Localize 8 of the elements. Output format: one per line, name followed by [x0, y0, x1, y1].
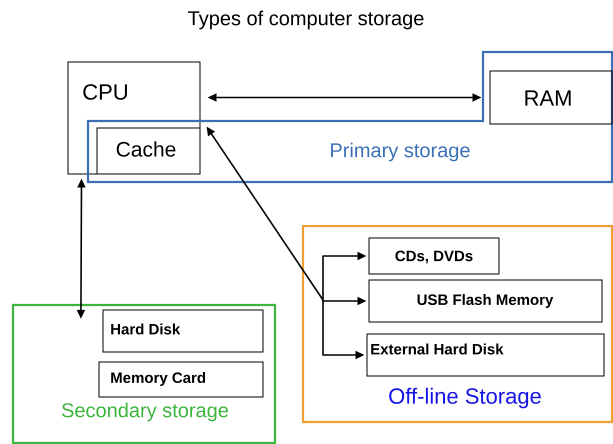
device-box: USB Flash Memory: [368, 280, 602, 322]
device-box: Memory Card: [98, 362, 264, 398]
title: Types of computer storage: [188, 10, 424, 30]
device-box: Hard Disk: [102, 310, 264, 352]
ram-box: RAM: [490, 70, 612, 124]
device-box: External Hard Disk: [366, 334, 604, 376]
device-box: CDs, DVDs: [368, 238, 500, 274]
cache-box: Cache: [96, 128, 200, 174]
